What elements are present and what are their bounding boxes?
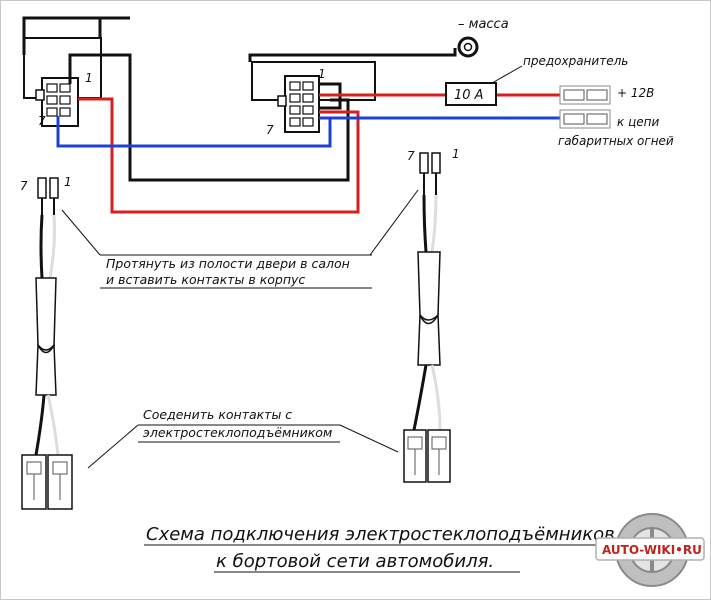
left-harness: 7 1 xyxy=(20,175,73,510)
right-harness-pin-7: 7 xyxy=(407,149,415,163)
center-pin-1-label: 1 xyxy=(318,67,326,81)
diagram-title: Схема подключения электростеклоподъёмник… xyxy=(144,524,640,573)
ground-label: – масса xyxy=(458,17,509,32)
left-pin-1-label: 1 xyxy=(85,71,93,85)
red-wires xyxy=(78,93,560,214)
ground-terminal: – масса xyxy=(457,17,509,58)
blue-wires xyxy=(56,116,560,148)
left-harness-pin-7: 7 xyxy=(20,179,28,193)
center-connector: 1 7 xyxy=(251,61,376,137)
left-harness-pin-1: 1 xyxy=(64,175,72,189)
right-harness: 7 1 xyxy=(403,147,460,483)
instruction-2: Соеденить контакты с электростеклоподъём… xyxy=(87,407,399,469)
power-terminals: + 12В к цепи габаритных огней xyxy=(558,85,674,148)
fuse-header: предохранитель xyxy=(523,54,628,68)
lights-label-1: к цепи xyxy=(617,115,659,129)
left-pin-7-label: 7 xyxy=(38,114,46,128)
fuse: 10 А предохранитель xyxy=(445,54,628,106)
logo-text: AUTO-WIKI•RU xyxy=(602,543,702,557)
instruction-2-line-1: Соеденить контакты с xyxy=(143,407,292,422)
title-line-1: Схема подключения электростеклоподъёмник… xyxy=(146,524,615,545)
instruction-2-line-2: электростеклоподъёмником xyxy=(143,425,332,440)
instruction-1-line-2: и вставить контакты в корпус xyxy=(106,272,305,287)
site-logo: AUTO-WIKI•RU xyxy=(595,513,705,587)
right-harness-pin-1: 1 xyxy=(452,147,460,161)
black-wires xyxy=(22,16,457,182)
fuse-value: 10 А xyxy=(454,88,484,103)
title-line-2: к бортовой сети автомобиля. xyxy=(216,551,494,572)
center-pin-7-label: 7 xyxy=(266,123,274,137)
lights-label-2: габаритных огней xyxy=(558,134,674,148)
left-connector: 1 7 xyxy=(23,37,102,128)
instruction-1-line-1: Протянуть из полости двери в салон xyxy=(106,256,350,271)
instruction-1: Протянуть из полости двери в салон и вст… xyxy=(61,189,419,289)
plus12-label: + 12В xyxy=(617,86,654,100)
